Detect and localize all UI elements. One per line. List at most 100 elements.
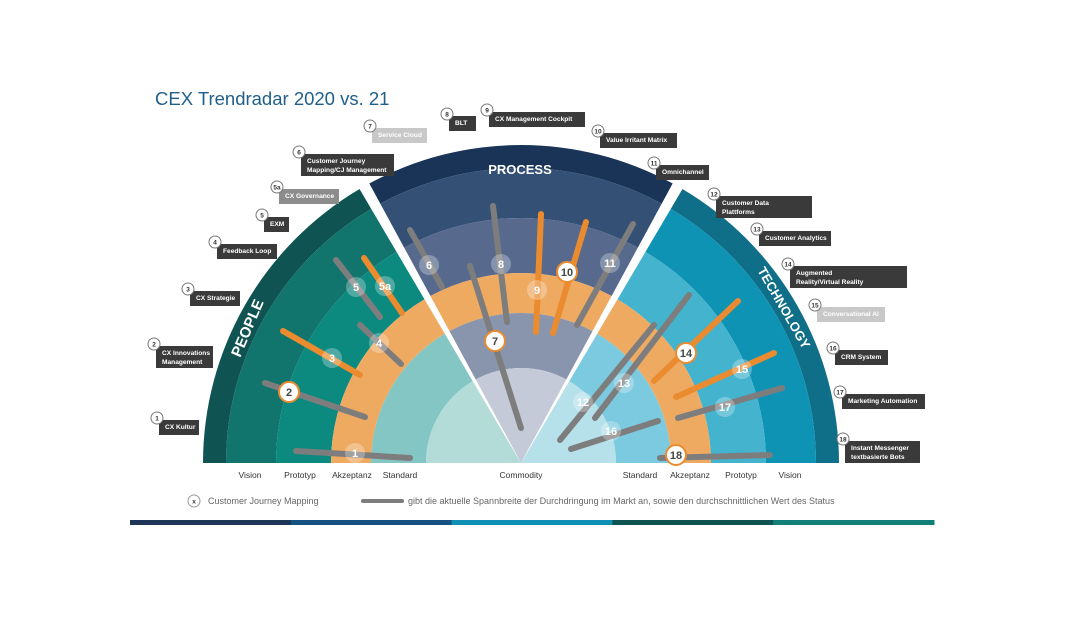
- trend-label-box: [817, 307, 885, 322]
- marker-number: 13: [618, 378, 630, 390]
- trend-label-number: 14: [784, 261, 792, 268]
- trend-label-badge: [147, 337, 161, 351]
- marker-trend-8[interactable]: 8: [491, 254, 511, 274]
- marker-trend-2[interactable]: 2: [278, 381, 300, 403]
- marker-trend-10[interactable]: 10: [556, 261, 578, 283]
- marker-number: 4: [376, 338, 383, 350]
- marker-circle: [419, 255, 439, 275]
- trend-label-text: CX Innovations: [162, 350, 210, 357]
- marker-trend-5a[interactable]: 5a: [375, 276, 395, 296]
- trend-label-number: 6: [297, 149, 301, 156]
- marker-trend-4[interactable]: 4: [369, 333, 389, 353]
- trend-label-badge: [808, 298, 822, 312]
- trend-label-badge: [181, 282, 195, 296]
- marker-circle: [601, 421, 621, 441]
- bar-trend-17: [675, 385, 785, 421]
- trend-label-text: Customer Analytics: [765, 235, 827, 242]
- trend-label-text: Customer Journey: [307, 158, 366, 165]
- marker-circle: [732, 359, 752, 379]
- people-ring-3: [276, 251, 425, 463]
- marker-number: 12: [577, 397, 589, 409]
- marker-circle: [715, 397, 735, 417]
- axis-label-left-4: Standard: [383, 470, 418, 480]
- marker-number: 11: [604, 258, 616, 270]
- marker-trend-13[interactable]: 13: [614, 373, 634, 393]
- bar-trend-14: [651, 298, 741, 384]
- trend-label-number: 11: [651, 160, 658, 167]
- marker-trend-5[interactable]: 5: [346, 277, 366, 297]
- bar-trend-5: [333, 257, 383, 320]
- trend-label-box: [845, 441, 920, 463]
- marker-number: 7: [492, 336, 498, 348]
- trend-label-number: 10: [594, 128, 602, 135]
- marker-trend-11[interactable]: 11: [600, 253, 620, 273]
- trend-label-text: Marketing Automation: [848, 398, 917, 405]
- marker-circle: [614, 373, 634, 393]
- trend-label-box: [716, 196, 812, 218]
- trend-label-text: Mapping/CJ Management: [307, 167, 387, 174]
- marker-trend-1[interactable]: 1: [345, 443, 365, 463]
- axis-label-right-1: Standard: [623, 470, 658, 480]
- sector-title-process: PROCESS: [488, 162, 552, 177]
- trend-label-box: [190, 291, 240, 306]
- trend-label-text: CRM System: [841, 354, 881, 361]
- legend-marker-symbol: x: [192, 499, 196, 506]
- trend-label-text: Plattforms: [722, 209, 755, 216]
- bar-trend-13: [592, 292, 692, 421]
- technology-ring-5: [569, 333, 671, 463]
- trend-label-badge: [836, 432, 850, 446]
- axis-label-center: Commodity: [500, 470, 544, 480]
- trend-label-badge: [833, 385, 847, 399]
- marker-trend-15[interactable]: 15: [732, 359, 752, 379]
- marker-trend-7[interactable]: 7: [484, 330, 506, 352]
- people-ring-6: [426, 381, 521, 463]
- trend-label-box: [156, 346, 213, 368]
- people-ring-4: [331, 299, 445, 463]
- trend-label-box: [790, 266, 907, 288]
- marker-trend-9[interactable]: 9: [527, 280, 547, 300]
- people-ring-5: [371, 333, 473, 463]
- trend-label-number: 17: [836, 389, 844, 396]
- marker-trend-3[interactable]: 3: [322, 348, 342, 368]
- marker-circle: [600, 253, 620, 273]
- bar-trend-3: [280, 328, 363, 378]
- marker-trend-18[interactable]: 18: [665, 444, 687, 466]
- technology-ring-1: [670, 189, 839, 463]
- axis-label-left-2: Prototyp: [284, 470, 316, 480]
- trend-label-number: 3: [186, 286, 190, 293]
- trend-label-17[interactable]: Marketing Automation 17: [833, 385, 925, 409]
- trend-label-badge: [270, 180, 284, 194]
- marker-trend-17[interactable]: 17: [715, 397, 735, 417]
- marker-number: 5: [353, 282, 359, 294]
- trend-label-box: [301, 154, 394, 176]
- trend-label-number: 5: [260, 212, 264, 219]
- marker-trend-12[interactable]: 12: [573, 392, 593, 412]
- marker-circle: [484, 330, 506, 352]
- marker-trend-6[interactable]: 6: [419, 255, 439, 275]
- marker-trend-14[interactable]: 14: [675, 342, 697, 364]
- footer-segment-2: [290, 520, 453, 525]
- trend-label-text: CX Governance: [285, 193, 334, 200]
- marker-trend-16[interactable]: 16: [601, 421, 621, 441]
- bar-trend-16: [568, 418, 661, 452]
- footer-color-strip: [130, 520, 935, 525]
